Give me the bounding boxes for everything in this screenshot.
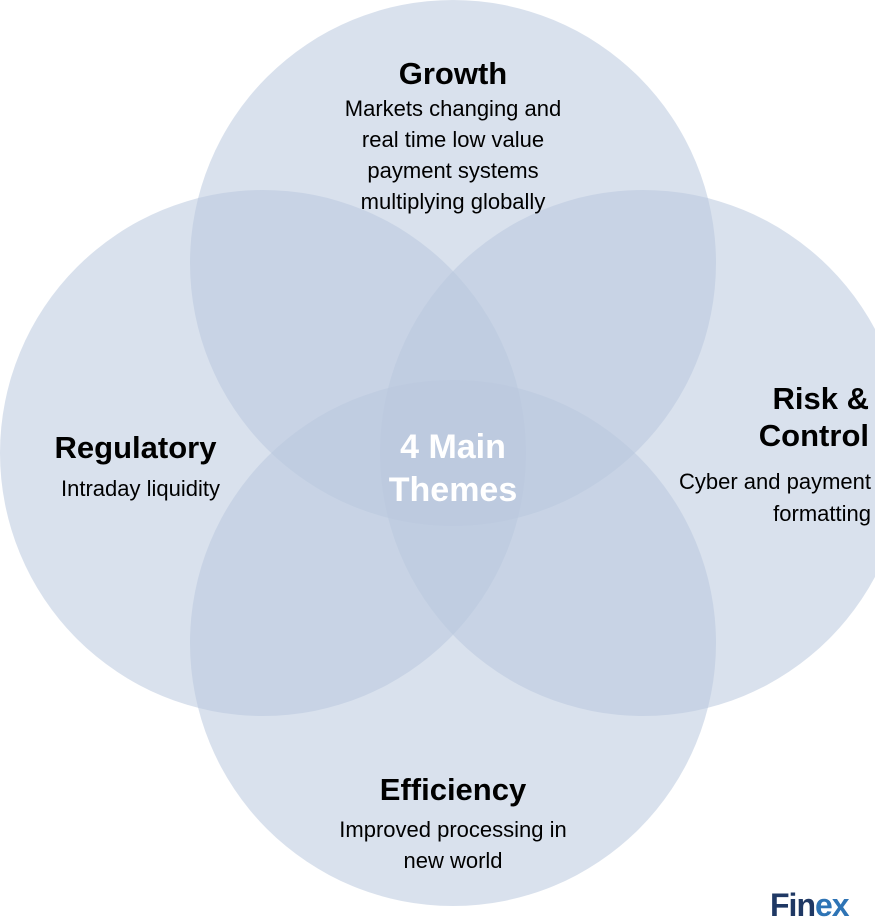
growth-title: Growth (398, 56, 508, 91)
regulatory-title: Regulatory (54, 430, 217, 465)
center-title-line: 4 Main (400, 428, 506, 466)
growth-description-line: payment systems (367, 158, 539, 183)
efficiency-description-line: new world (403, 848, 503, 873)
center-title-line: Themes (388, 471, 518, 509)
regulatory-description-line: Intraday liquidity (61, 476, 220, 501)
efficiency-description-line: Improved processing in (339, 817, 567, 842)
growth-description-line: Markets changing and (344, 96, 562, 121)
finextra-logo: Finex (770, 887, 850, 924)
risk-control-title-line: Risk & (772, 381, 869, 416)
regulatory-description: Intraday liquidity (0, 473, 281, 504)
center-title: 4 Main Themes (353, 426, 553, 512)
efficiency-title: Efficiency (379, 772, 527, 807)
efficiency-circle (190, 380, 716, 906)
efficiency-description: Improved processing in new world (283, 814, 623, 876)
risk-control-description: Cyber and payment formatting (571, 466, 871, 530)
risk-control-title-line: Control (758, 418, 869, 453)
logo-text-dark: Fin (770, 887, 816, 923)
risk-control-description-line: formatting (773, 501, 871, 526)
risk-control-title: Risk & Control (589, 380, 869, 454)
growth-description-line: multiplying globally (360, 189, 546, 214)
risk-control-description-line: Cyber and payment (679, 469, 871, 494)
logo-text-accent: ex (814, 887, 850, 923)
growth-description: Markets changing and real time low value… (293, 93, 613, 217)
growth-description-line: real time low value (361, 127, 545, 152)
